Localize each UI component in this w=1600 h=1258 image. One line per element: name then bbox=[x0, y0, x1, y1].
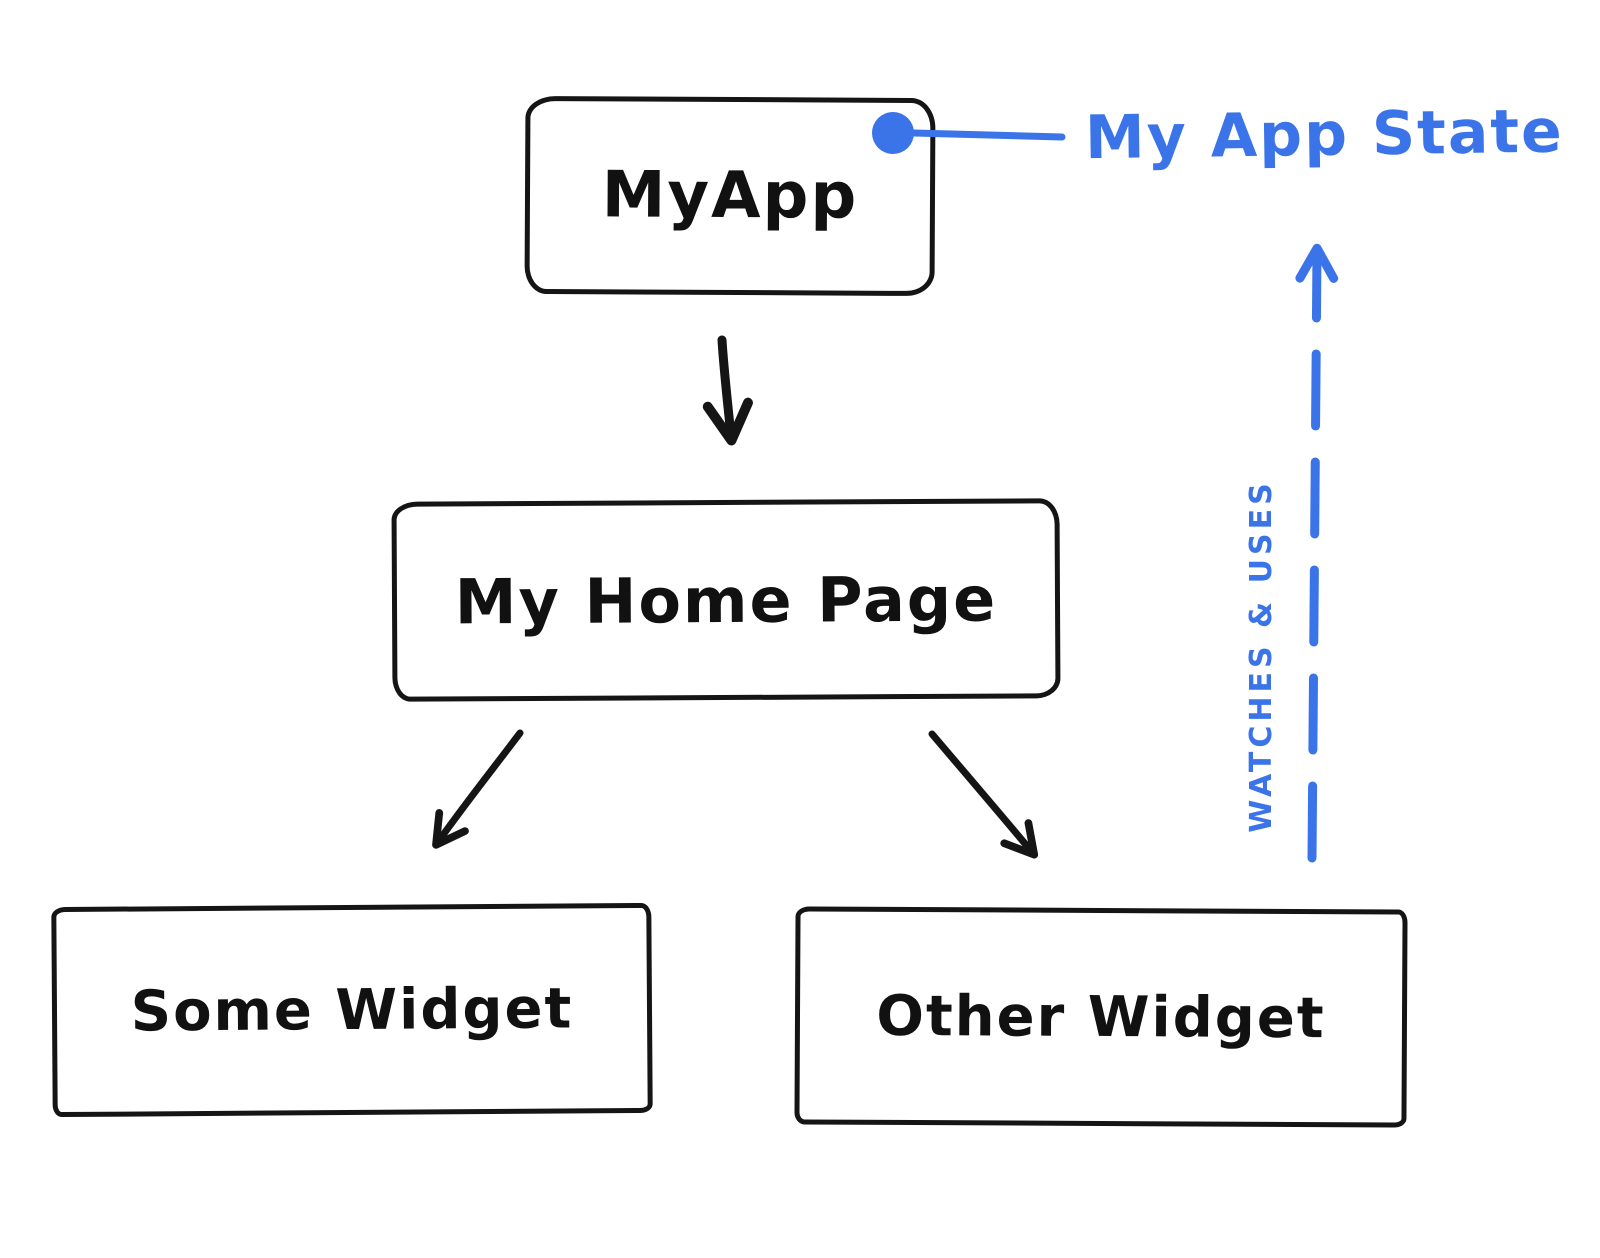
watches-uses-label: WATCHES & USES bbox=[1244, 479, 1279, 833]
edge-homepage-to-somewidget-arrow bbox=[432, 729, 524, 849]
state-dot-connector-line bbox=[910, 129, 1066, 141]
node-myapp-label: MyApp bbox=[601, 158, 859, 234]
node-myhomepage-label: My Home Page bbox=[454, 562, 998, 638]
edge-homepage-to-otherwidget-arrow bbox=[928, 730, 1039, 859]
node-otherwidget: Other Widget bbox=[794, 906, 1408, 1128]
node-somewidget-label: Some Widget bbox=[130, 975, 574, 1045]
app-state-label: My App State bbox=[1084, 96, 1565, 174]
node-myapp: MyApp bbox=[524, 95, 936, 297]
node-myhomepage: My Home Page bbox=[391, 498, 1061, 702]
edge-myapp-to-homepage-arrow bbox=[702, 335, 753, 446]
node-somewidget: Some Widget bbox=[51, 902, 653, 1118]
node-otherwidget-label: Other Widget bbox=[876, 983, 1326, 1051]
edge-watches-uses-dashed-arrow bbox=[1295, 243, 1339, 863]
